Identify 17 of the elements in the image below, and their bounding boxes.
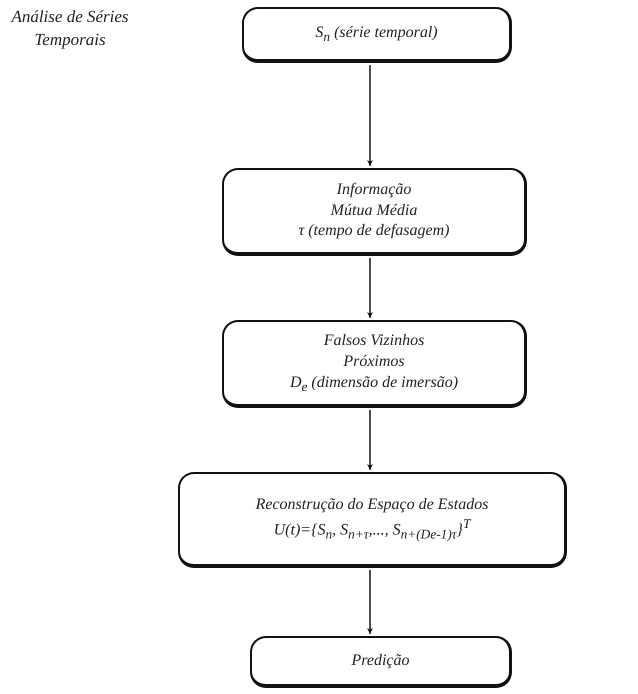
process-box — [242, 7, 512, 63]
process-box — [250, 636, 512, 688]
diagram-title: Análise de Séries Temporais — [10, 6, 130, 51]
process-box — [178, 472, 567, 568]
box-text: Reconstrução do Espaço de Estados — [256, 494, 488, 515]
process-box — [222, 320, 527, 408]
box-text: S$_{n}$ (série temporal) — [315, 22, 438, 46]
arrow — [367, 410, 373, 470]
box-text: D$_{e}$ (dimensão de imersão) — [290, 372, 458, 396]
arrow — [367, 570, 373, 634]
process-box — [222, 168, 527, 256]
arrow — [367, 65, 373, 166]
arrow — [367, 258, 373, 318]
box-text: Informação Mútua Média — [330, 180, 418, 221]
box-text: Falsos Vizinhos Próximos — [322, 330, 426, 372]
box-text: Predição — [351, 650, 410, 671]
box-text: τ (tempo de defasagem) — [298, 221, 450, 242]
